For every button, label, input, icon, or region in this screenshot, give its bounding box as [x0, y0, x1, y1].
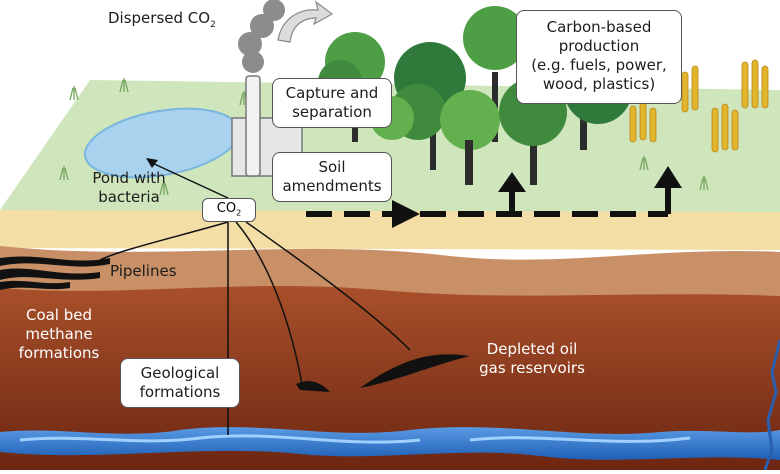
carbon-production-line-4: wood, plastics): [542, 75, 656, 93]
geological-formations-box: Geological formations: [120, 358, 240, 408]
co2-node-text: CO: [216, 201, 237, 216]
pipelines: [0, 256, 110, 290]
soil-amendments-box: Soil amendments: [272, 152, 392, 202]
coal-bed-line-3: formations: [18, 344, 100, 362]
pipelines-label: Pipelines: [110, 262, 177, 281]
co2-node: CO2: [202, 198, 256, 222]
dispersed-co2-sub: 2: [210, 20, 216, 30]
coal-bed-label: Coal bed methane formations: [14, 306, 104, 363]
geological-line-2: formations: [139, 383, 221, 401]
reservoir-wedge-2: [360, 354, 470, 388]
depleted-oil-line-1: Depleted oil: [486, 340, 578, 358]
carbon-production-box: Carbon-based production (e.g. fuels, pow…: [516, 10, 682, 104]
depleted-oil-label: Depleted oil gas reservoirs: [462, 340, 602, 378]
soil-amendments-line-1: Soil: [318, 158, 346, 176]
soil-amendments-line-2: amendments: [282, 177, 382, 195]
coal-bed-line-1: Coal bed: [25, 306, 93, 324]
pond-pointer: [149, 161, 229, 199]
capture-separation-box: Capture and separation: [272, 78, 392, 128]
pond-label-line-2: bacteria: [98, 188, 160, 206]
geological-line-1: Geological: [140, 364, 220, 382]
pond-label: Pond with bacteria: [84, 169, 174, 207]
topsoil-layer: [0, 210, 780, 250]
pipelines-text: Pipelines: [110, 262, 177, 280]
grass-tufts: [59, 78, 709, 196]
wheat-crops: [629, 59, 769, 153]
pond-label-line-1: Pond with: [92, 169, 166, 187]
water-highlight: [19, 434, 421, 444]
carbon-production-line-1: Carbon-based: [546, 18, 652, 36]
dispersed-co2-label: Dispersed CO2: [108, 9, 216, 35]
coal-bed-line-2: methane: [25, 325, 93, 343]
reservoir-wedge-1: [296, 381, 330, 392]
depleted-oil-line-2: gas reservoirs: [479, 359, 585, 377]
co2-node-sub: 2: [236, 208, 242, 218]
capture-separation-line-2: separation: [292, 103, 372, 121]
carbon-production-line-3: (e.g. fuels, power,: [531, 56, 667, 74]
aquifer-water: [0, 427, 780, 460]
water-highlight-2: [469, 436, 691, 443]
plant-stack: [245, 75, 261, 177]
dispersed-co2-text: Dispersed CO: [108, 9, 211, 27]
smoke-plume: [238, 0, 285, 73]
capture-separation-line-1: Capture and: [285, 84, 379, 102]
fault-line: [763, 339, 780, 471]
dispersion-arrow: [277, 0, 334, 43]
soil-band: [0, 246, 780, 300]
carbon-flow-arrow: [306, 166, 682, 228]
carbon-production-line-2: production: [558, 37, 640, 55]
